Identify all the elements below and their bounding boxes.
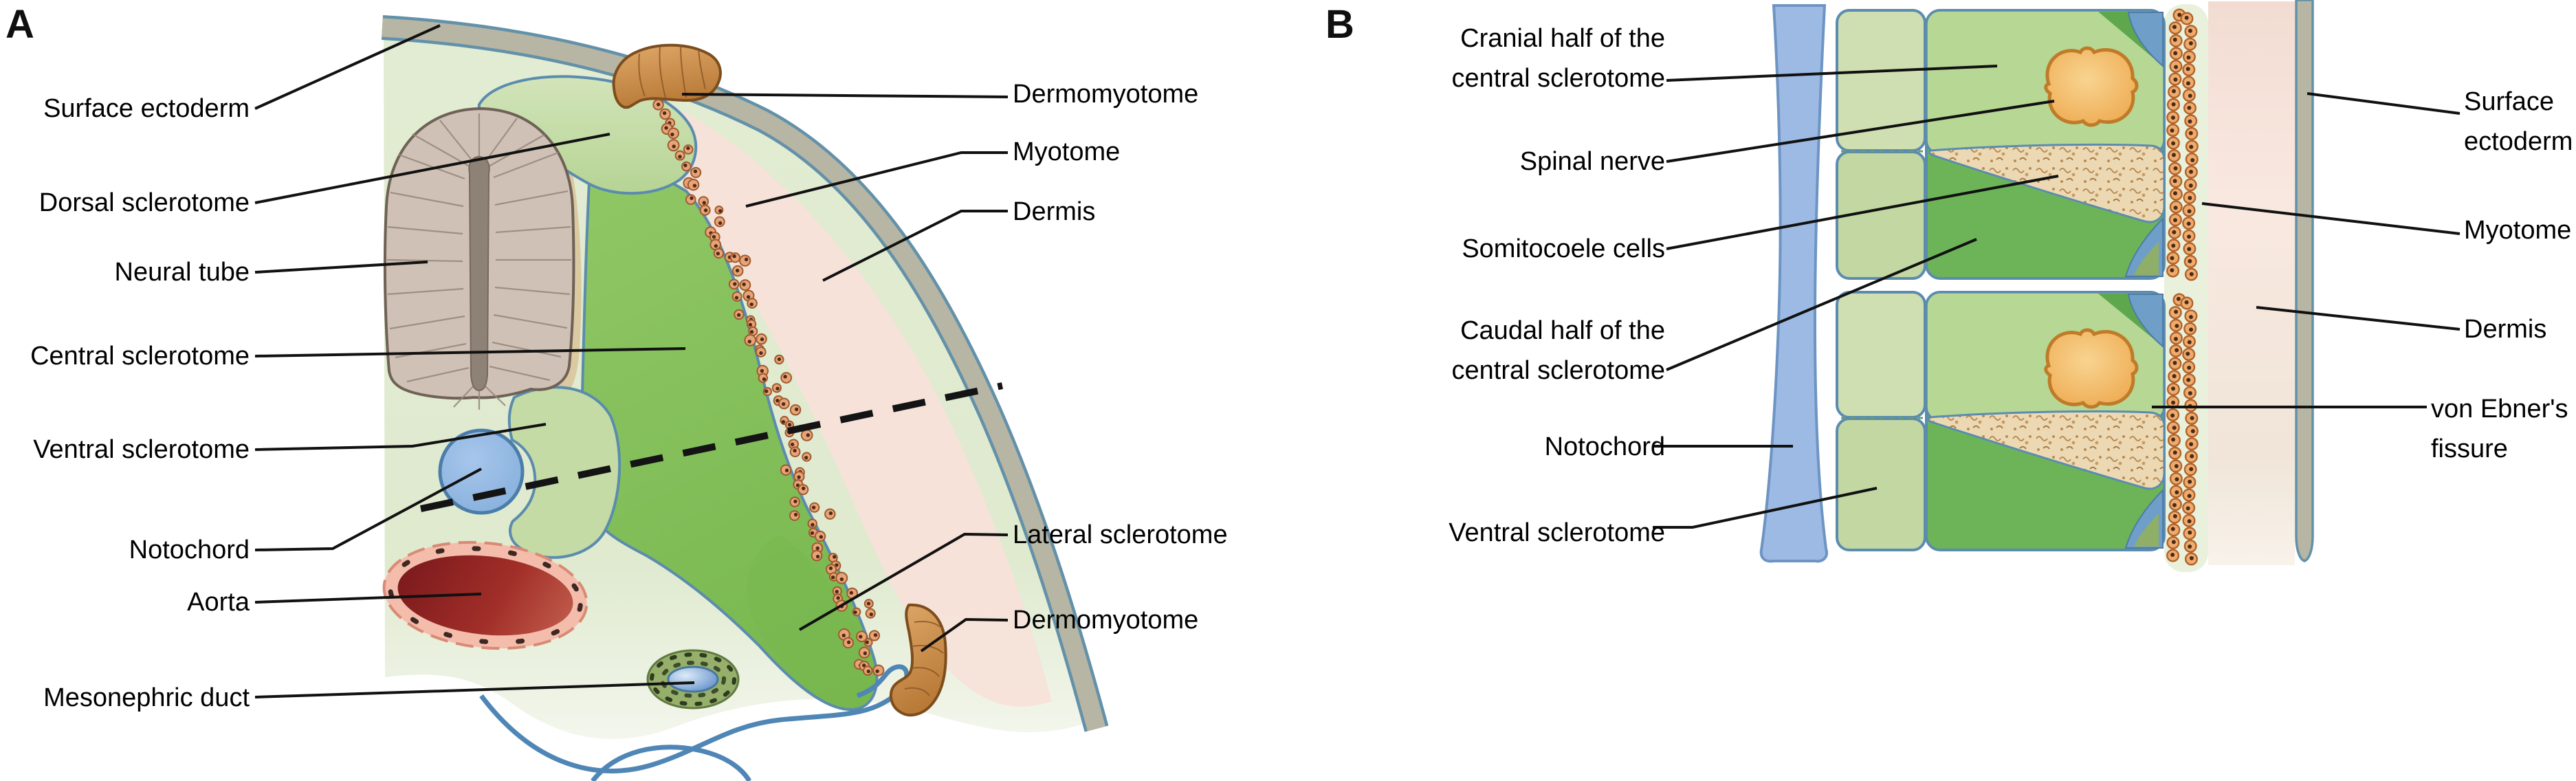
notochord-band [1759, 4, 1828, 563]
mesonephric-duct-shape [646, 649, 740, 710]
leader-lateral-sclerotome [798, 532, 1009, 631]
corner-accent [2134, 242, 2159, 275]
label-dermomyotome-bottom: Dermomyotome [1013, 606, 1199, 635]
label-somitocoele-cells: Somitocoele cells [1462, 234, 1665, 263]
label-neural-tube: Neural tube [114, 258, 250, 287]
neural-tube-lumen [468, 155, 490, 392]
leader-lines [254, 24, 2461, 698]
leader-cranial-half [1666, 65, 1998, 82]
label-dermomyotome-top: Dermomyotome [1013, 80, 1199, 109]
label-caudal-half: Caudal half of the central sclerotome [1451, 316, 1665, 385]
leader-myotome-a [745, 151, 1008, 208]
panel-a-art [381, 15, 1109, 781]
neural-tube-radial-lines [386, 113, 571, 410]
myotome-cells [652, 99, 885, 676]
dermis-band [2208, 1, 2295, 565]
ventral-sclerotome-column-upper [1836, 9, 1926, 152]
leader-neural-tube [254, 261, 428, 274]
label-cranial-half: Cranial half of the central sclerotome [1451, 24, 1665, 93]
label-von-ebner: von Ebner's fissure [2431, 395, 2568, 463]
leader-dermomyotome-top [681, 93, 1009, 98]
leader-mesonephric-duct [254, 681, 695, 698]
leader-surface-ectoderm-a [254, 24, 441, 110]
leader-ventral-sclerotome-a [254, 423, 547, 451]
label-dorsal-sclerotome: Dorsal sclerotome [38, 188, 250, 217]
wedge-blue-top [2127, 294, 2164, 349]
label-notochord-b: Notochord [1544, 432, 1665, 461]
leader-notochord-a [254, 468, 482, 551]
somite-unit-2 [1836, 291, 2166, 551]
leader-caudal-half [1666, 238, 1977, 371]
label-mesonephric-duct: Mesonephric duct [43, 683, 250, 712]
label-surface-ectoderm-b: Surface ectoderm [2464, 87, 2573, 156]
section-plane-dashed-line [419, 382, 1004, 512]
label-aorta: Aorta [187, 588, 250, 617]
leader-surface-ectoderm-b [2307, 92, 2461, 115]
dermomyotome-lower-shape [889, 603, 947, 717]
leader-dermis-a [822, 210, 1008, 282]
neural-tube-shape [383, 107, 575, 410]
leader-spinal-nerve [1666, 100, 2055, 163]
panel-b-art [1759, 0, 2314, 572]
somitocoele-cells-wedge [1928, 143, 2166, 223]
label-surface-ectoderm-a: Surface ectoderm [43, 94, 250, 123]
label-notochord-a: Notochord [129, 536, 250, 564]
label-ventral-sclerotome-a: Ventral sclerotome [33, 435, 250, 464]
myotome-cell-chain [2166, 8, 2199, 566]
panel-b-letter: B [1325, 2, 1354, 47]
ventral-sclerotome-column-upper [1836, 291, 1926, 419]
wedge-blue-top [2127, 12, 2164, 68]
somitocoele-cells-wedge [1926, 410, 2166, 490]
spinal-nerve-shape [2046, 48, 2137, 125]
surface-ectoderm-band-b [2295, 0, 2314, 562]
label-spinal-nerve: Spinal nerve [1519, 147, 1665, 176]
label-myotome-a: Myotome [1013, 138, 1121, 166]
label-ventral-sclerotome-b: Ventral sclerotome [1449, 518, 1665, 547]
ventral-sclerotome-column-lower [1836, 417, 1926, 551]
leader-myotome-b [2201, 202, 2461, 235]
leader-ventral-sclerotome-b [1653, 487, 1878, 529]
leader-dermomyotome-bottom [920, 617, 1009, 652]
somite-unit-1 [1836, 9, 2166, 280]
dermis-region [672, 111, 1052, 707]
corner-accent [2134, 514, 2159, 547]
surface-ectoderm-band [381, 15, 1109, 732]
label-dermis-b: Dermis [2464, 315, 2547, 344]
label-lateral-sclerotome: Lateral sclerotome [1013, 520, 1228, 549]
lateral-sclerotome-region [747, 536, 870, 703]
label-central-sclerotome: Central sclerotome [30, 342, 250, 371]
leader-central-sclerotome [254, 347, 686, 358]
aorta-shape [382, 540, 588, 650]
spinal-nerve-shape [2046, 330, 2137, 407]
dermomyotome-upper-shape [612, 43, 722, 109]
label-myotome-b: Myotome [2464, 216, 2572, 245]
gut-outline [479, 664, 910, 781]
leader-aorta [254, 593, 482, 604]
leader-somitocoele-cells [1666, 175, 2059, 250]
panel-a-letter: A [5, 2, 34, 47]
leader-dermis-b [2256, 306, 2461, 331]
leader-dorsal-sclerotome [254, 133, 610, 204]
label-dermis-a: Dermis [1013, 197, 1096, 226]
